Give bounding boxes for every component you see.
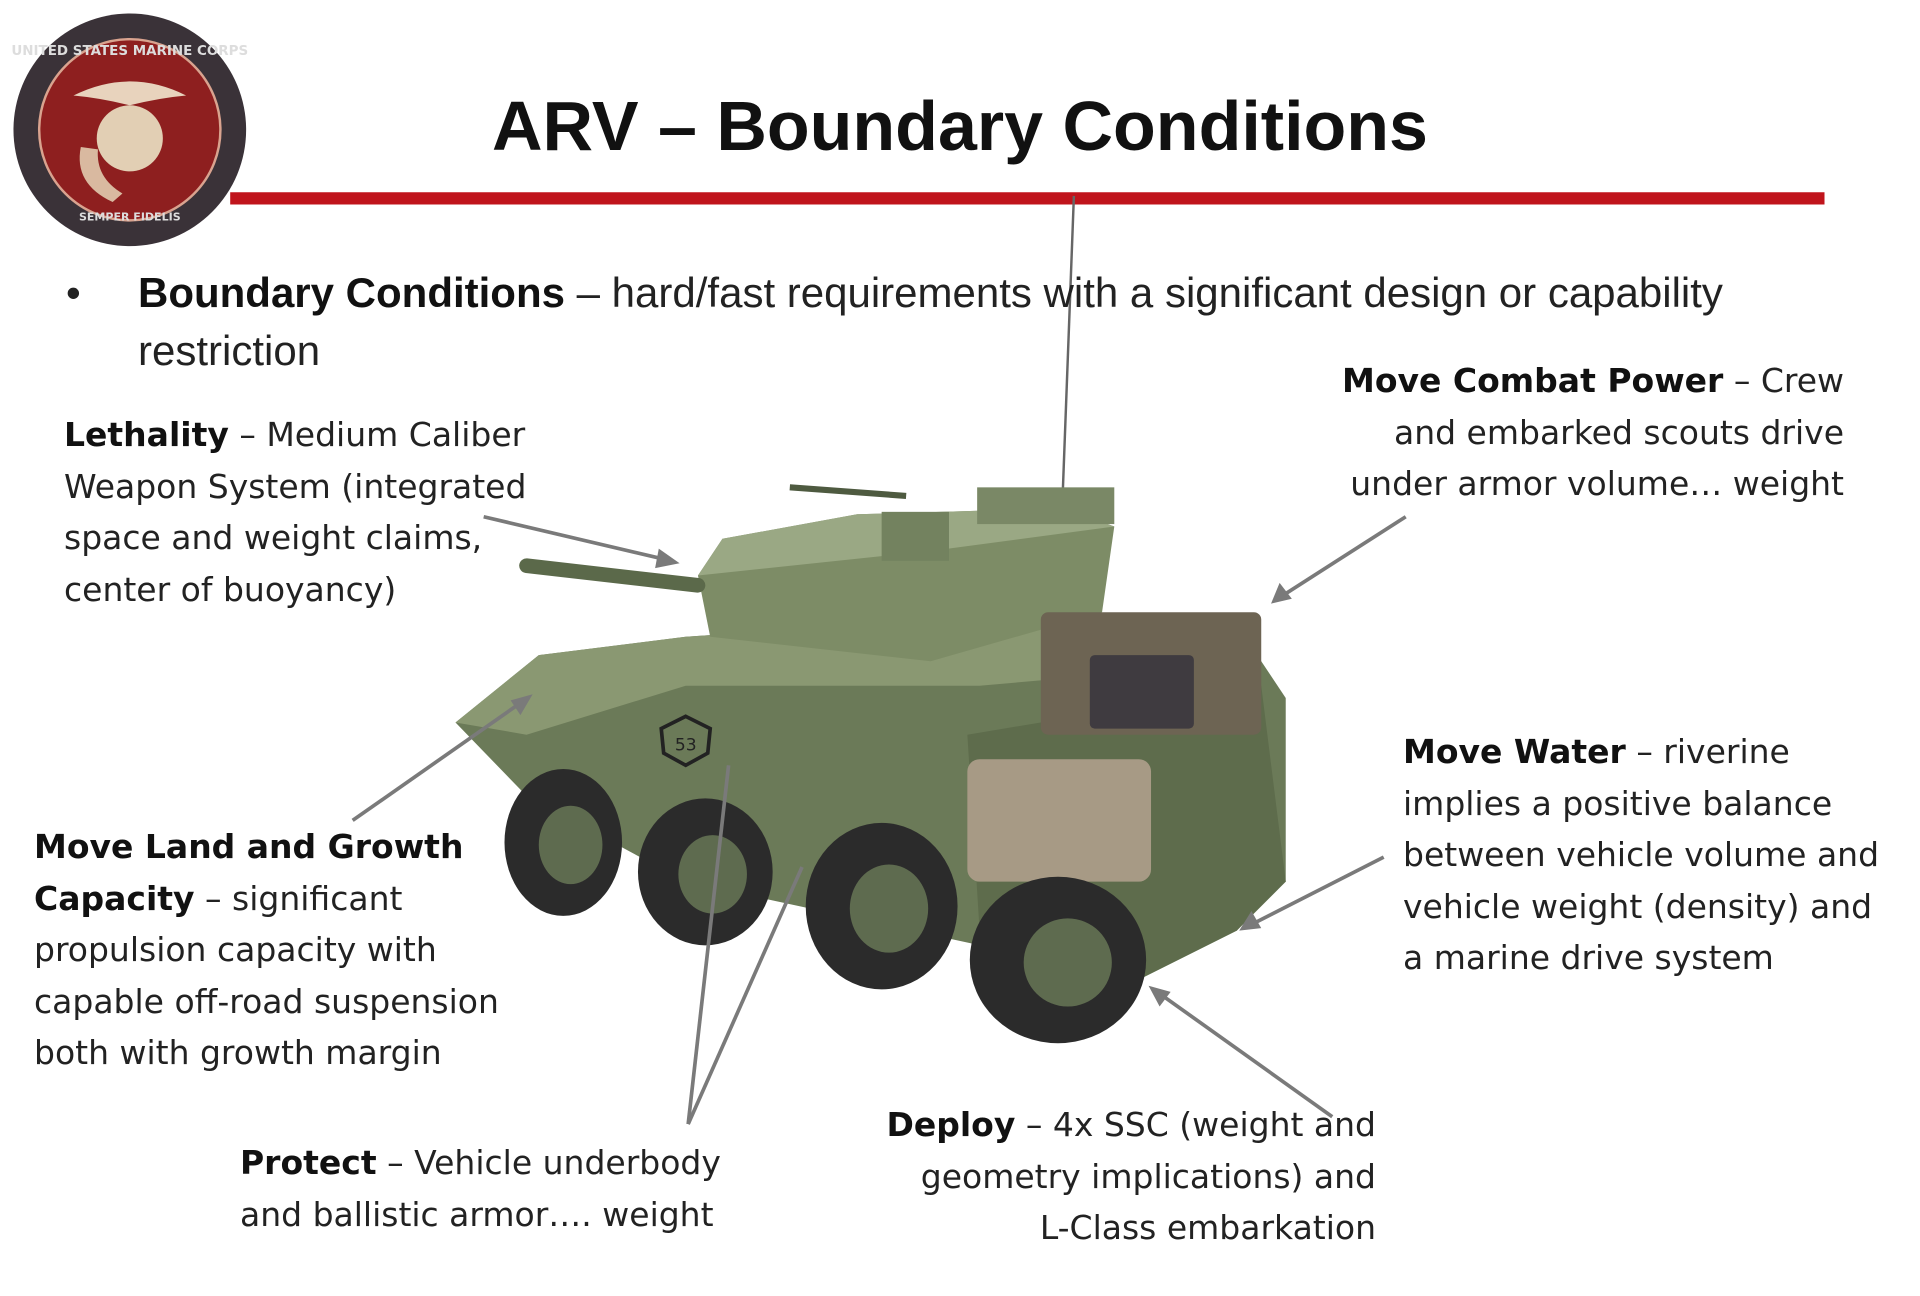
svg-text:SEMPER FIDELIS: SEMPER FIDELIS (79, 210, 181, 223)
title-underline (230, 192, 1825, 205)
callout-combat-power: Move Combat Power – Crew and embarked sc… (1342, 355, 1844, 510)
callout-text: – Crew and embarked scouts drive under a… (1350, 361, 1844, 503)
callout-text: – Vehicle underbody and ballistic armor…… (240, 1143, 721, 1234)
callout-term: Move Land and Growth Capacity (34, 827, 464, 918)
callout-protect: Protect – Vehicle underbody and ballisti… (240, 1137, 721, 1240)
callout-term: Move Combat Power (1342, 361, 1724, 400)
callout-term: Move Water (1403, 732, 1626, 771)
page-title: ARV – Boundary Conditions (492, 87, 1428, 165)
callout-term: Protect (240, 1143, 377, 1182)
callout-text: – significant propulsion capacity with c… (34, 878, 499, 1073)
callout-lethality: Lethality – Medium Caliber Weapon System… (64, 409, 526, 615)
usmc-seal-logo: UNITED STATES MARINE CORPS SEMPER FIDELI… (11, 13, 248, 247)
callout-text: – riverine implies a positive balance be… (1403, 732, 1880, 977)
bullet-definition: – hard/fast requirements with a signific… (138, 269, 1723, 374)
svg-text:UNITED STATES MARINE CORPS: UNITED STATES MARINE CORPS (11, 44, 248, 59)
vehicle-number: 53 (675, 736, 697, 756)
callout-land: Move Land and Growth Capacity – signific… (34, 821, 499, 1079)
callout-deploy: Deploy – 4x SSC (weight and geometry imp… (886, 1099, 1376, 1254)
bullet-dot: • (66, 269, 81, 316)
callout-term: Lethality (64, 415, 229, 454)
callout-text: – 4x SSC (weight and geometry implicatio… (920, 1105, 1376, 1247)
callout-text: – Medium Caliber Weapon System (integrat… (64, 415, 527, 609)
callout-water: Move Water – riverine implies a positive… (1403, 726, 1879, 984)
callout-arrows (351, 514, 1407, 1125)
bullet-term: Boundary Conditions (138, 269, 565, 316)
callout-term: Deploy (886, 1105, 1016, 1144)
arv-vehicle-image: 53 (455, 195, 1286, 1044)
